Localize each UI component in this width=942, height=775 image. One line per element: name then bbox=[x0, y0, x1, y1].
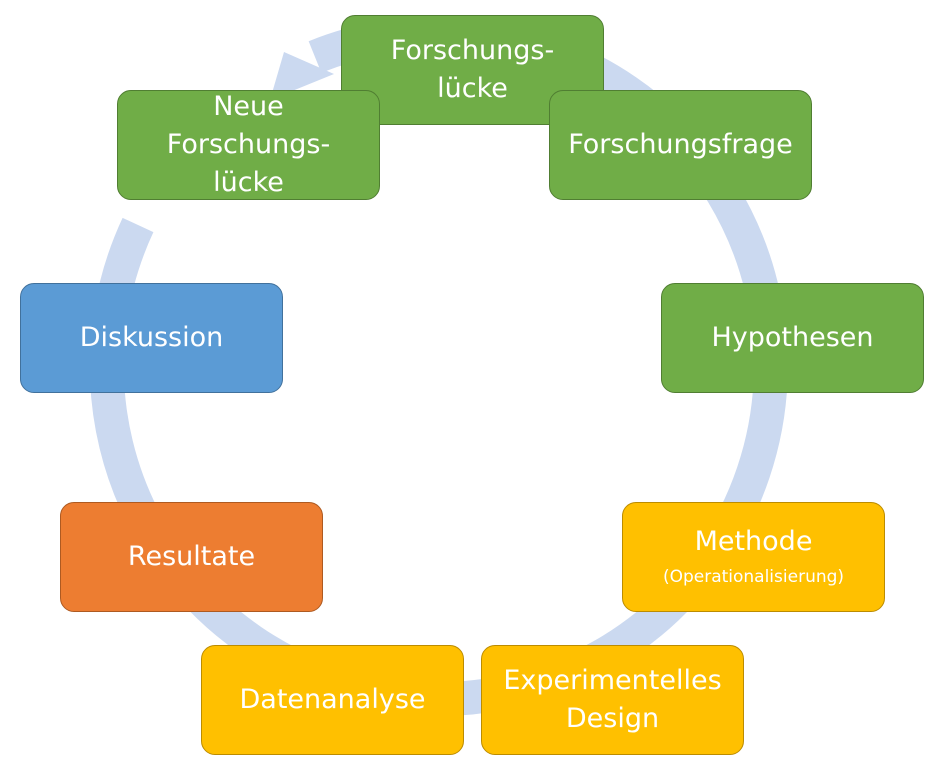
node-forschungsfrage-label: Forschungsfrage bbox=[568, 129, 793, 160]
node-neue-forschungsluecke: Neue Forschungs- lücke bbox=[117, 90, 380, 200]
node-forschungsluecke: Forschungs- lücke bbox=[341, 15, 604, 125]
node-neue-forschungsluecke-line-2: Forschungs- bbox=[166, 129, 331, 160]
node-hypothesen: Hypothesen bbox=[661, 283, 924, 393]
node-methode-sublabel: (Operationalisierung) bbox=[662, 567, 845, 587]
node-forschungsluecke-line-1: Forschungs- bbox=[390, 35, 555, 66]
node-hypothesen-label: Hypothesen bbox=[711, 322, 874, 353]
cycle-arrow-head bbox=[270, 52, 334, 100]
node-methode: Methode (Operationalisierung) bbox=[622, 502, 885, 612]
node-resultate: Resultate bbox=[60, 502, 323, 612]
node-datenanalyse-label: Datenanalyse bbox=[239, 684, 426, 715]
node-diskussion-label: Diskussion bbox=[79, 322, 224, 353]
node-datenanalyse: Datenanalyse bbox=[201, 645, 464, 755]
node-neue-forschungsluecke-line-1: Neue bbox=[213, 91, 284, 122]
node-resultate-label: Resultate bbox=[127, 541, 256, 572]
node-neue-forschungsluecke-line-3: lücke bbox=[213, 167, 284, 198]
node-experimentelles-design-line-1: Experimentelles bbox=[503, 665, 722, 696]
node-methode-label: Methode bbox=[694, 526, 813, 557]
node-forschungsluecke-line-2: lücke bbox=[437, 73, 508, 104]
node-experimentelles-design: Experimentelles Design bbox=[481, 645, 744, 755]
node-experimentelles-design-line-2: Design bbox=[565, 703, 660, 734]
node-diskussion: Diskussion bbox=[20, 283, 283, 393]
node-forschungsfrage: Forschungsfrage bbox=[549, 90, 812, 200]
